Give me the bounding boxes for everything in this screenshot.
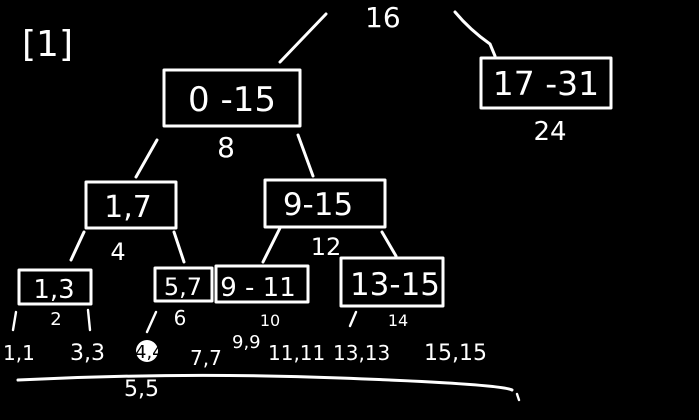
leaf-pair: 4,4 (135, 342, 164, 363)
edge-9-15-to-13-15 (380, 230, 398, 258)
node-range: 17 -31 (493, 64, 599, 103)
leaf-pair-4-4-scribbled: 4,4 (135, 340, 164, 363)
node-range: 0 -15 (188, 80, 276, 120)
edge-9-15-to-9-11 (261, 226, 282, 264)
node-1-7: 1,7 4 (84, 180, 178, 266)
leaf-pair: 13,13 (333, 341, 390, 365)
edge-1-7-to-1-3 (69, 230, 86, 262)
leaf-pair: 3,3 (70, 341, 105, 366)
stub-1-3-left (11, 310, 18, 332)
node-mid: 12 (311, 233, 342, 261)
node-range: 1,7 (104, 190, 152, 225)
page-tag: [1] (22, 24, 73, 65)
leaf-pair: 15,15 (424, 341, 487, 366)
root-right-branch (453, 10, 497, 58)
below-line-value: 5,5 (124, 377, 159, 402)
node-17-31: 17 -31 24 (479, 56, 613, 147)
stub-13-15-left (348, 310, 358, 328)
node-mid: 4 (110, 238, 125, 266)
node-mid: 6 (174, 306, 187, 330)
baseline-tick (515, 392, 521, 402)
root-left-branch (278, 12, 328, 64)
leaf-pair: 9,9 (232, 332, 261, 353)
node-13-15: 13-15 14 (339, 256, 445, 330)
node-mid: 2 (50, 309, 61, 330)
stub-5-7-left (145, 310, 158, 334)
edge-1-7-to-5-7 (172, 230, 186, 264)
node-mid: 24 (533, 117, 566, 147)
node-mid: 14 (388, 311, 408, 330)
node-5-7: 5,7 6 (153, 266, 214, 330)
node-range: 13-15 (350, 267, 440, 303)
node-range: 1,3 (33, 275, 74, 305)
leaf-pair: 7,7 (190, 346, 222, 370)
node-range: 5,7 (164, 273, 202, 301)
node-1-3: 1,3 2 (17, 268, 93, 330)
leaf-pair: 11,11 (268, 341, 325, 365)
stub-1-3-right (86, 308, 92, 332)
node-mid: 8 (217, 131, 235, 164)
baseline-line (16, 373, 514, 392)
node-9-15: 9-15 12 (263, 178, 387, 261)
node-range: 9-15 (283, 187, 353, 223)
edge-0-15-to-9-15 (296, 133, 315, 178)
leaf-pair: 1,1 (3, 341, 35, 365)
edge-0-15-to-1-7 (134, 138, 159, 179)
root-value: 16 (365, 1, 401, 34)
node-0-15: 0 -15 8 (162, 68, 302, 164)
node-9-11: 9 - 11 10 (214, 264, 310, 330)
node-range: 9 - 11 (220, 273, 296, 303)
node-mid: 10 (260, 311, 280, 330)
